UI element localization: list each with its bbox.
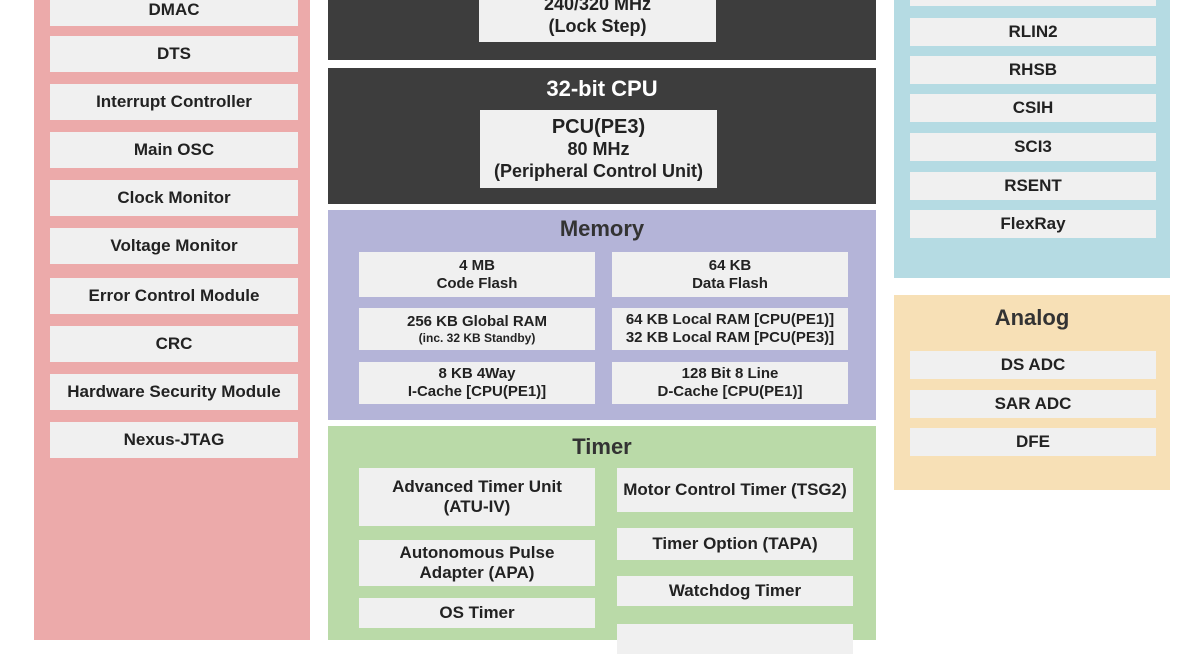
comm-item-rlin2: RLIN2 <box>910 18 1156 46</box>
system-item-main-osc: Main OSC <box>50 132 298 168</box>
timer-item-tapa: Timer Option (TAPA) <box>617 528 853 560</box>
timer-item-watchdog: Watchdog Timer <box>617 576 853 606</box>
comm-item-rsent: RSENT <box>910 172 1156 200</box>
system-item-nexus-jtag: Nexus-JTAG <box>50 422 298 458</box>
timer-item-cropped <box>617 624 853 654</box>
timer-panel: Timer Advanced Timer Unit(ATU-IV) Motor … <box>328 426 876 654</box>
memory-panel-title: Memory <box>559 216 645 241</box>
cpu-pe1-box: 240/320 MHz (Lock Step) <box>479 0 716 42</box>
comm-item-csih: CSIH <box>910 94 1156 122</box>
system-item-voltage-monitor: Voltage Monitor <box>50 228 298 264</box>
timer-item-atu: Advanced Timer Unit(ATU-IV) <box>359 468 595 526</box>
timer-panel-title: Timer <box>572 434 632 459</box>
analog-item-dfe: DFE <box>910 428 1156 456</box>
system-panel: DMAC DTS Interrupt Controller Main OSC C… <box>34 0 310 640</box>
system-item-interrupt-controller: Interrupt Controller <box>50 84 298 120</box>
system-item-dmac: DMAC <box>50 0 298 26</box>
analog-panel-title: Analog <box>994 305 1070 330</box>
system-item-dts: DTS <box>50 36 298 72</box>
comm-item-cropped <box>910 0 1156 6</box>
system-item-error-control-module: Error Control Module <box>50 278 298 314</box>
cpu-panel-top: 240/320 MHz (Lock Step) <box>328 0 876 60</box>
cpu-panel-title: 32-bit CPU <box>546 76 658 101</box>
comm-item-rhsb: RHSB <box>910 56 1156 84</box>
system-item-crc: CRC <box>50 326 298 362</box>
system-item-hardware-security-module: Hardware Security Module <box>50 374 298 410</box>
analog-panel: Analog DS ADC SAR ADC DFE <box>894 295 1170 490</box>
timer-item-tsg2: Motor Control Timer (TSG2) <box>617 468 853 512</box>
cpu-panel: 32-bit CPU PCU(PE3) 80 MHz (Peripheral C… <box>328 68 876 204</box>
pcu-pe3-box: PCU(PE3) 80 MHz (Peripheral Control Unit… <box>480 110 717 188</box>
system-item-clock-monitor: Clock Monitor <box>50 180 298 216</box>
comm-item-sci3: SCI3 <box>910 133 1156 161</box>
analog-item-ds-adc: DS ADC <box>910 351 1156 379</box>
comm-item-flexray: FlexRay <box>910 210 1156 238</box>
analog-item-sar-adc: SAR ADC <box>910 390 1156 418</box>
communication-panel: RLIN2 RHSB CSIH SCI3 RSENT FlexRay <box>894 0 1170 278</box>
memory-item-global-ram: 256 KB Global RAM(inc. 32 KB Standby) <box>359 308 595 350</box>
timer-item-os-timer: OS Timer <box>359 598 595 628</box>
memory-item-local-ram: 64 KB Local RAM [CPU(PE1)]32 KB Local RA… <box>612 308 848 350</box>
